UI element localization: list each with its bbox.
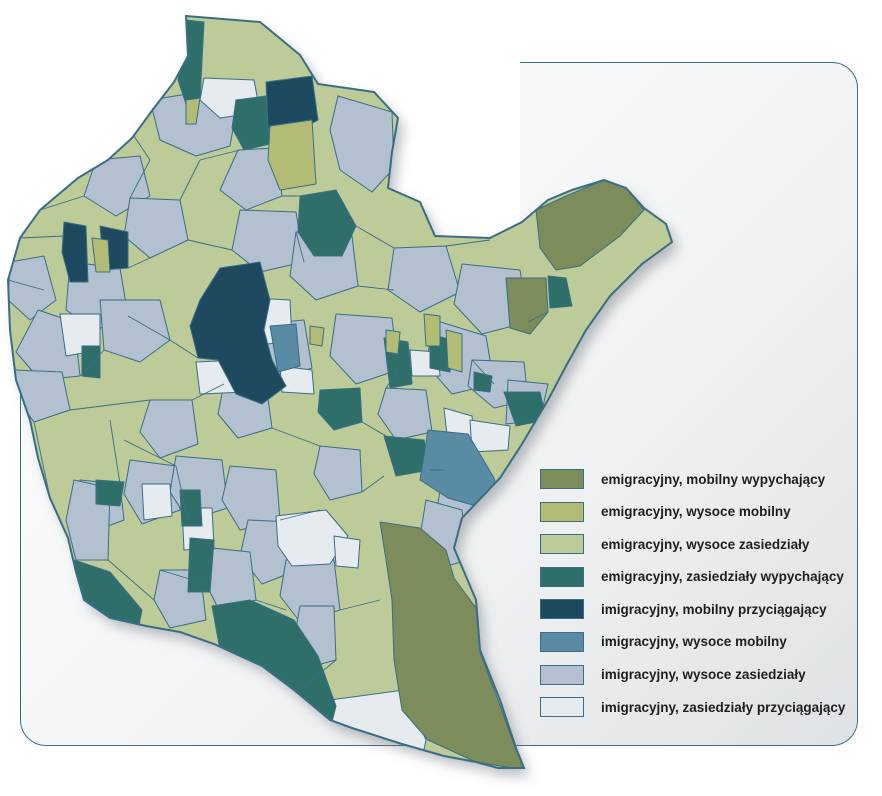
- commune-layer: [8, 19, 645, 768]
- commune-boundary: [187, 239, 233, 251]
- commune-boundary: [445, 239, 491, 247]
- commune: [297, 189, 357, 257]
- legend-swatch: [540, 501, 584, 522]
- commune-boundary: [361, 421, 387, 437]
- commune: [473, 371, 493, 393]
- commune: [231, 95, 271, 151]
- legend-label: emigracyjny, mobilny wypychający: [601, 471, 826, 487]
- commune: [547, 275, 573, 309]
- commune: [313, 445, 363, 501]
- commune: [505, 277, 549, 335]
- legend-item-1: emigracyjny, mobilny wypychający: [540, 466, 870, 492]
- commune-boundary: [339, 599, 381, 611]
- legend-label: imigracyjny, wysoce mobilny: [601, 634, 787, 650]
- legend-swatch: [540, 599, 584, 620]
- commune: [387, 245, 461, 313]
- legend-swatch: [540, 697, 584, 718]
- legend-swatch: [540, 664, 584, 685]
- commune-boundary: [255, 599, 287, 611]
- commune-boundary: [69, 399, 151, 411]
- commune: [177, 19, 205, 105]
- legend-item-5: imigracyjny, mobilny przyciągający: [540, 596, 870, 622]
- legend-label: emigracyjny, wysoce mobilny: [601, 504, 791, 520]
- commune: [309, 325, 325, 347]
- legend-item-8: imigracyjny, zasiedziały przyciągający: [540, 694, 870, 720]
- commune: [231, 209, 305, 273]
- legend-label: imigracyjny, wysoce zasiedziały: [601, 667, 806, 683]
- legend-item-3: emigracyjny, wysoce zasiedziały: [540, 531, 870, 557]
- legend-label: emigracyjny, zasiedziały wypychający: [601, 569, 844, 585]
- commune: [275, 509, 349, 567]
- commune-boundary: [179, 159, 201, 201]
- commune-boundary: [127, 315, 171, 341]
- commune: [141, 483, 173, 521]
- commune: [139, 399, 199, 459]
- commune: [123, 197, 189, 259]
- commune: [423, 313, 441, 347]
- commune-boundary: [127, 257, 151, 269]
- commune-boundary: [175, 465, 189, 521]
- commune-boundary: [385, 369, 399, 389]
- commune: [267, 119, 317, 191]
- commune: [81, 345, 101, 379]
- legend-label: emigracyjny, wysoce zasiedziały: [601, 536, 810, 552]
- commune: [179, 489, 203, 527]
- commune: [269, 323, 301, 373]
- commune: [189, 261, 287, 405]
- legend-item-7: imigracyjny, wysoce zasiedziały: [540, 662, 870, 688]
- commune-boundary: [79, 349, 105, 377]
- legend-label: imigracyjny, mobilny przyciągający: [601, 601, 827, 617]
- legend-item-2: emigracyjny, wysoce mobilny: [540, 499, 870, 525]
- commune: [95, 479, 125, 507]
- commune: [329, 313, 399, 385]
- legend-swatch: [540, 566, 584, 587]
- commune-boundary: [33, 421, 51, 499]
- commune-boundary: [159, 569, 207, 585]
- legend-swatch: [540, 631, 584, 652]
- commune-boundary: [279, 509, 321, 521]
- commune: [385, 329, 401, 355]
- commune-boundary: [471, 359, 495, 385]
- commune: [99, 299, 171, 363]
- commune-boundary: [355, 225, 395, 249]
- commune: [377, 387, 433, 441]
- commune-boundary: [361, 475, 385, 493]
- commune-boundary: [8, 279, 45, 291]
- commune: [535, 179, 645, 271]
- commune-boundary: [169, 339, 199, 359]
- commune-boundary: [39, 195, 85, 211]
- legend-swatch: [540, 534, 584, 555]
- commune-boundary: [199, 149, 241, 161]
- legend-item-4: emigracyjny, zasiedziały wypychający: [540, 564, 870, 590]
- commune-boundary: [299, 659, 337, 691]
- legend-item-6: imigracyjny, wysoce mobilny: [540, 629, 870, 655]
- legend: emigracyjny, mobilny wypychający emigrac…: [540, 466, 870, 727]
- commune-boundary: [271, 427, 321, 447]
- legend-label: imigracyjny, zasiedziały przyciągający: [601, 699, 846, 715]
- commune: [61, 221, 89, 283]
- commune: [445, 329, 463, 373]
- commune-boundary: [109, 419, 121, 485]
- commune-boundary: [295, 231, 305, 263]
- commune-boundary: [527, 311, 549, 323]
- commune-boundary: [123, 439, 177, 467]
- commune-boundary: [19, 235, 65, 239]
- legend-swatch: [540, 469, 584, 489]
- commune-boundary: [129, 159, 151, 199]
- commune-boundary: [191, 383, 225, 401]
- commune-boundary: [357, 285, 395, 291]
- commune: [187, 537, 215, 593]
- commune: [91, 237, 111, 273]
- commune-boundary: [107, 559, 155, 601]
- commune: [333, 535, 361, 569]
- commune: [317, 387, 363, 431]
- commune: [185, 97, 201, 125]
